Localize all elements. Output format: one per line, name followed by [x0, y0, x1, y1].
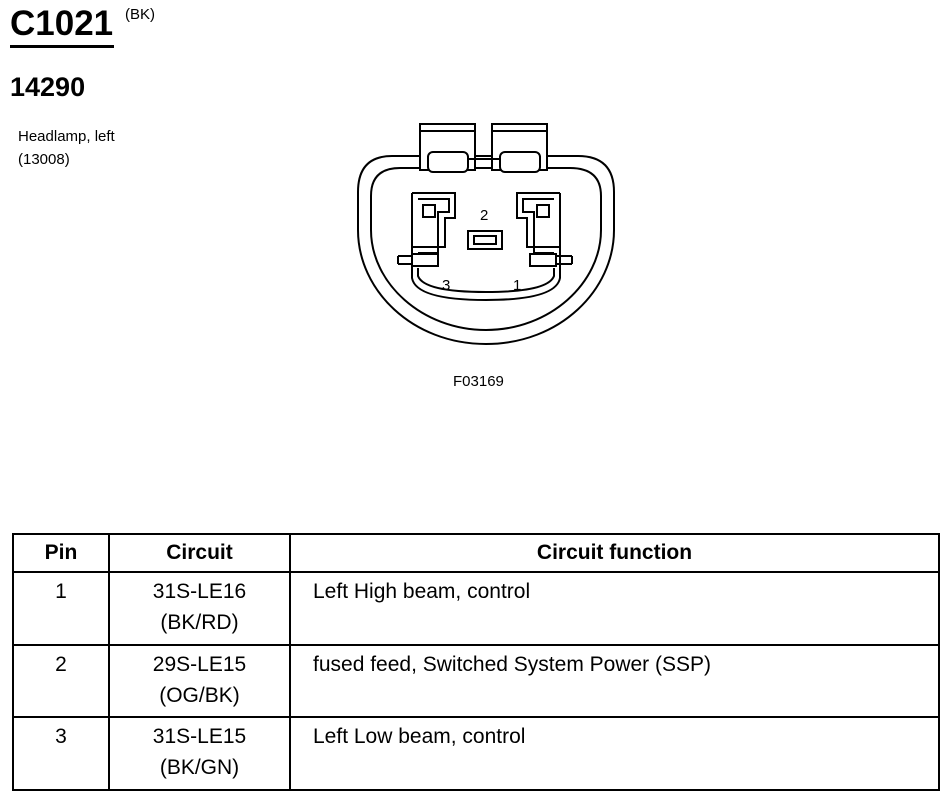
cell-circuit: 29S-LE15 (OG/BK) — [108, 643, 291, 719]
component-name: Headlamp, left — [18, 128, 115, 145]
table-header-row: Pin Circuit Circuit function — [12, 533, 940, 573]
pin-label-2: 2 — [480, 207, 488, 224]
component-number: (13008) — [18, 151, 70, 168]
cell-circuit: 31S-LE16 (BK/RD) — [108, 571, 291, 646]
cell-pin: 2 — [12, 643, 110, 719]
pin-table: Pin Circuit Circuit function 1 31S-LE16 … — [12, 533, 940, 791]
circuit-number: 31S-LE15 — [152, 725, 247, 749]
header-circuit: Circuit — [108, 533, 291, 573]
header-circuit-function: Circuit function — [289, 533, 940, 573]
cell-pin: 1 — [12, 571, 110, 646]
cell-circuit-function: fused feed, Switched System Power (SSP) — [289, 643, 940, 719]
table-row: 2 29S-LE15 (OG/BK) fused feed, Switched … — [12, 643, 940, 719]
circuit-number: 29S-LE15 — [152, 652, 247, 676]
table-row: 3 31S-LE15 (BK/GN) Left Low beam, contro… — [12, 716, 940, 791]
connector-id-underline — [10, 45, 114, 48]
cell-circuit: 31S-LE15 (BK/GN) — [108, 716, 291, 791]
pin-label-3: 3 — [442, 277, 450, 294]
cell-circuit-function: Left High beam, control — [289, 571, 940, 646]
circuit-number: 31S-LE16 — [152, 580, 247, 603]
header-pin: Pin — [12, 533, 110, 573]
wire-color: (BK/GN) — [159, 756, 240, 780]
connector-id: C1021 — [10, 4, 114, 43]
pin-label-1: 1 — [513, 277, 521, 294]
cell-pin: 3 — [12, 716, 110, 791]
terminal-pin-1 — [529, 253, 557, 267]
table-row: 1 31S-LE16 (BK/RD) Left High beam, contr… — [12, 571, 940, 646]
terminal-cavity-outline — [411, 192, 561, 302]
connector-housing-outer — [357, 155, 615, 346]
connector-color: (BK) — [125, 6, 155, 23]
figure-code: F03169 — [453, 373, 504, 390]
part-number: 14290 — [10, 72, 86, 102]
terminal-pin-2 — [467, 230, 503, 250]
cell-circuit-function: Left Low beam, control — [289, 716, 940, 791]
wire-color: (OG/BK) — [159, 683, 240, 707]
wire-color: (BK/RD) — [160, 611, 239, 634]
terminal-pin-3 — [411, 253, 439, 267]
connector-housing-inner — [370, 167, 602, 332]
connector-face-diagram: 2 3 1 — [357, 123, 615, 346]
